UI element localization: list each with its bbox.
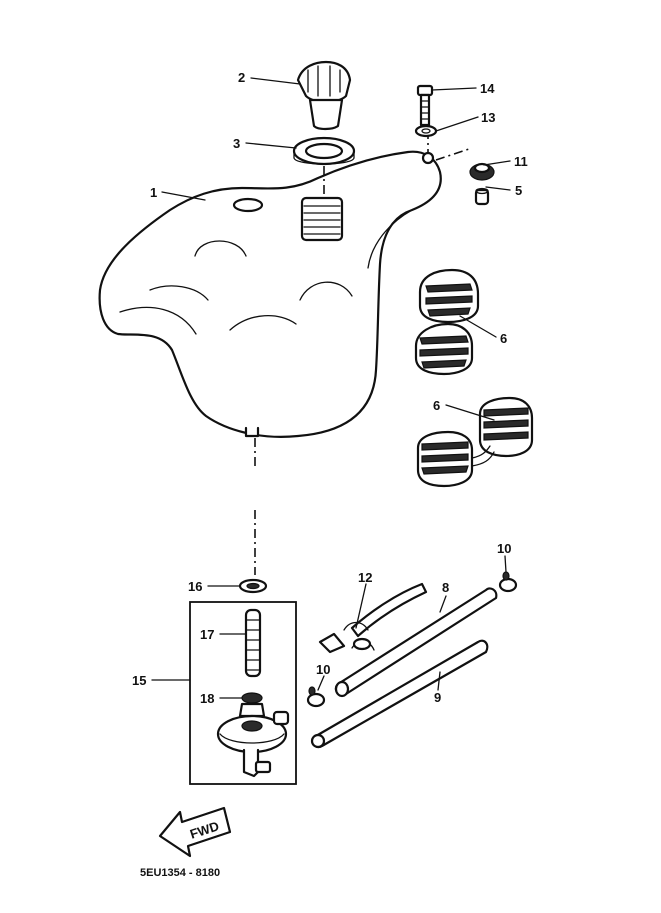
o-ring-small xyxy=(241,692,263,704)
callout-8: 8 xyxy=(442,580,449,595)
callout-10-upper: 10 xyxy=(497,541,511,556)
callout-18: 18 xyxy=(200,691,214,706)
forward-arrow: FWD xyxy=(158,806,232,858)
callout-2: 2 xyxy=(238,70,245,85)
fuel-cap xyxy=(296,60,352,131)
callout-11: 11 xyxy=(514,154,528,169)
fuel-cock-assembly-box xyxy=(189,601,297,785)
callout-14: 14 xyxy=(480,81,495,96)
washer xyxy=(414,124,438,138)
cap-gasket xyxy=(292,136,356,166)
callout-labels: 1 2 3 5 6 6 8 9 10 10 11 12 13 14 15 16 … xyxy=(132,70,528,706)
callout-6-lower: 6 xyxy=(433,398,440,413)
callout-10-lower: 10 xyxy=(316,662,330,677)
hose-clip-upper xyxy=(498,571,518,593)
callout-12: 12 xyxy=(358,570,372,585)
breather-hose xyxy=(318,582,428,654)
callout-6-upper: 6 xyxy=(500,331,507,346)
fuel-tank xyxy=(98,150,442,438)
callout-15: 15 xyxy=(132,673,146,688)
callout-5: 5 xyxy=(515,183,522,198)
collar xyxy=(474,187,490,206)
strainer xyxy=(244,608,262,678)
bolt xyxy=(416,84,434,127)
callout-16: 16 xyxy=(188,579,202,594)
callout-13: 13 xyxy=(481,110,495,125)
leader-lines xyxy=(151,77,511,699)
fuel-hose-8 xyxy=(334,587,498,698)
callout-9: 9 xyxy=(434,690,441,705)
callout-17: 17 xyxy=(200,627,214,642)
diagram-code: 5EU1354 - 8180 xyxy=(140,867,220,879)
damper-upper-pair xyxy=(414,268,480,376)
damper xyxy=(469,162,495,181)
hose-clip-lower xyxy=(306,686,326,708)
callout-1: 1 xyxy=(150,185,157,200)
fuel-cock xyxy=(216,702,290,778)
o-ring xyxy=(238,578,268,594)
damper-lower-pair xyxy=(416,396,534,488)
fuel-hose-9 xyxy=(310,639,489,749)
callout-3: 3 xyxy=(233,136,240,151)
